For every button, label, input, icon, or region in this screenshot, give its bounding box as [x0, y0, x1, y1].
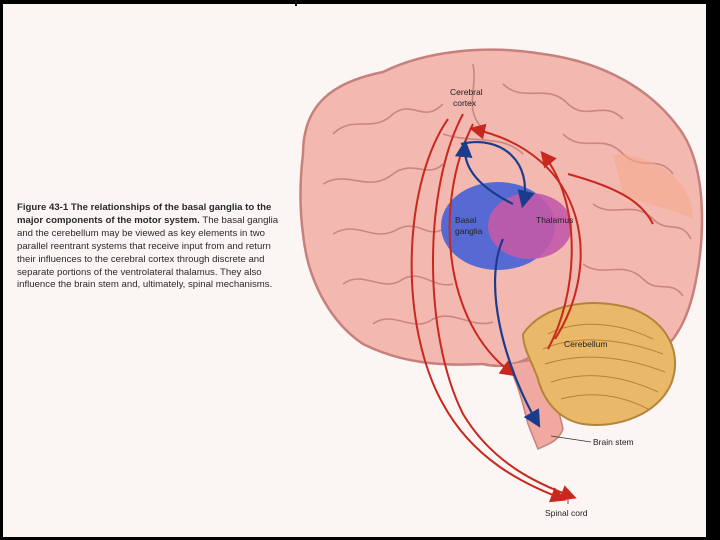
figure-page: Figure 43-1 The relationships of the bas…	[3, 4, 708, 537]
label-thalamus: Thalamus	[536, 215, 573, 225]
cerebellum-folia	[542, 323, 666, 410]
figure-number: Figure 43-1	[17, 202, 69, 213]
brain-motor-system-diagram: Cerebral cortex Basal ganglia Thalamus C…	[299, 48, 704, 518]
leader-lines	[550, 435, 592, 504]
figure-caption: Figure 43-1 The relationships of the bas…	[17, 202, 289, 292]
cerebellum	[521, 302, 676, 426]
scan-right-border	[706, 0, 720, 540]
blue-pathways	[454, 139, 541, 428]
label-cerebral-cortex-2: cortex	[453, 98, 477, 108]
label-basal-ganglia-1: Basal	[455, 215, 476, 225]
faint-region	[613, 154, 693, 219]
label-spinal-cord: Spinal cord	[545, 508, 588, 518]
scan-edge-mark	[295, 0, 297, 6]
label-cerebral-cortex-1: Cerebral	[450, 87, 483, 97]
label-basal-ganglia-2: ganglia	[455, 226, 483, 236]
label-brain-stem: Brain stem	[593, 437, 634, 447]
figure-caption-body: The basal ganglia and the cerebellum may…	[17, 214, 279, 291]
figure-lead-sentence: The relationships of the basal ganglia t…	[17, 202, 272, 226]
thalamus-region	[488, 193, 572, 259]
label-cerebellum: Cerebellum	[564, 339, 607, 349]
